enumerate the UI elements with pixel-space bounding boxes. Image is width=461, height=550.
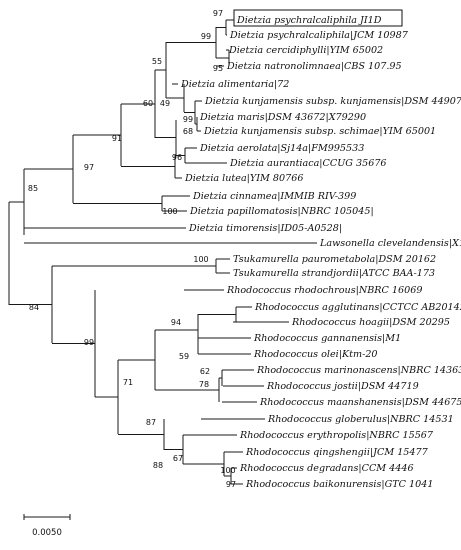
taxon-label-4: Dietzia natronolimnaea|CBS 107.95 [226,61,402,72]
taxon-label-28: Rhodococcus qingshengii|JCM 15477 [245,447,429,458]
bootstrap-value-9: 60 [143,99,153,108]
taxon-label-17: Tsukamurella strandjordii|ATCC BAA-173 [233,268,435,279]
bootstrap-value-25: 100 [220,466,235,475]
taxon-label-18: Rhodococcus rhodochrous|NBRC 16069 [226,285,422,296]
taxon-label-8: Dietzia kunjamensis subsp. schimae|YIM 6… [203,126,436,137]
bootstrap-value-12: 100 [162,207,177,216]
taxon-label-11: Dietzia lutea|YIM 80766 [184,173,303,184]
bootstrap-value-19: 62 [200,367,210,376]
bootstrap-value-10: 91 [112,134,122,143]
bootstrap-value-22: 87 [146,418,156,427]
taxon-label-27: Rhodococcus erythropolis|NBRC 15567 [239,430,434,441]
taxon-label-14: Dietzia timorensis|ID05-A0528| [188,223,342,234]
taxon-label-19: Rhodococcus agglutinans|CCTCC AB2014297 [254,302,461,313]
taxon-label-20: Rhodococcus hoagii|DSM 20295 [291,317,450,328]
taxon-label-13: Dietzia papillomatosis|NBRC 105045| [189,206,374,217]
bootstrap-value-6: 99 [183,115,193,124]
taxon-label-9: Dietzia aerolata|Sj14a|FM995533 [199,143,364,154]
taxon-label-24: Rhodococcus jostii|DSM 44719 [266,381,419,392]
scale-bar-label: 0.0050 [32,528,62,538]
taxon-label-22: Rhodococcus olei|Ktm-20 [253,349,378,360]
bootstrap-value-17: 94 [171,318,181,327]
taxon-label-10: Dietzia aurantiaca|CCUG 35676 [229,158,387,169]
bootstrap-value-16: 99 [84,338,94,347]
taxon-label-2: Dietzia psychralcaliphila|JCM 10987 [229,30,409,41]
bootstrap-value-2: 99 [201,32,211,41]
bootstrap-value-4: 55 [152,57,162,66]
highlight-box [233,9,403,27]
bootstrap-value-8: 96 [172,153,182,162]
taxon-label-23: Rhodococcus marinonascens|NBRC 14363 [256,365,461,376]
taxon-label-5: Dietzia alimentaria|72 [180,79,289,90]
taxon-label-3: Dietzia cercidiphylli|YIM 65002 [228,45,383,56]
bootstrap-value-20: 78 [199,380,209,389]
taxon-label-26: Rhodococcus globerulus|NBRC 14531 [267,414,454,425]
taxon-label-16: Tsukamurella paurometabola|DSM 20162 [233,254,436,265]
bootstrap-value-21: 71 [123,378,133,387]
bootstrap-value-23: 88 [153,461,163,470]
bootstrap-value-26: 97 [226,480,236,489]
taxon-label-7: Dietzia maris|DSM 43672|X79290 [199,112,366,123]
taxon-label-21: Rhodococcus gannanensis|M1 [253,333,401,344]
bootstrap-value-14: 100 [193,255,208,264]
taxon-label-1: Dietzia psychralcaliphila JI1D [236,15,382,26]
bootstrap-value-15: 84 [29,303,39,312]
bootstrap-value-1: 97 [213,9,223,18]
bootstrap-value-11: 97 [84,163,94,172]
bootstrap-value-5: 49 [160,99,170,108]
taxon-label-12: Dietzia cinnamea|IMMIB RIV-399 [192,191,356,202]
bootstrap-value-3: 95 [213,64,223,73]
taxon-label-15: Lawsonella clevelandensis|X1036 [319,238,461,249]
bootstrap-value-13: 85 [28,184,38,193]
bootstrap-value-7: 68 [183,127,193,136]
taxon-label-6: Dietzia kunjamensis subsp. kunjamensis|D… [204,96,461,107]
taxon-label-25: Rhodococcus maanshanensis|DSM 44675 [259,397,461,408]
bootstrap-value-24: 67 [173,454,183,463]
taxon-label-29: Rhodococcus degradans|CCM 4446 [239,463,414,474]
taxon-label-30: Rhodococcus baikonurensis|GTC 1041 [245,479,433,490]
bootstrap-value-18: 59 [179,352,189,361]
